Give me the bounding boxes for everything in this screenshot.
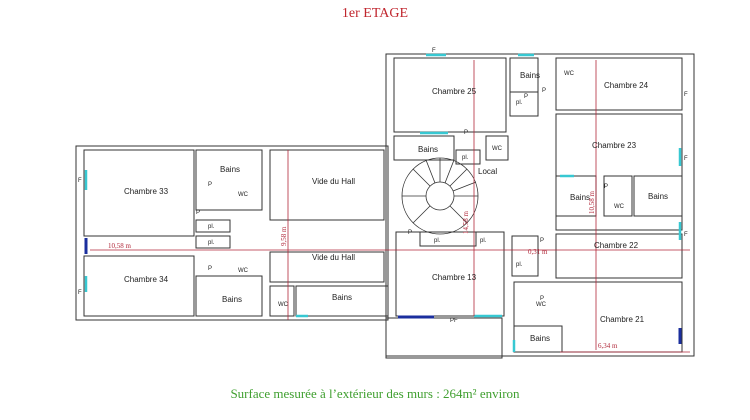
dimension-10-58-right: 10,58 m — [588, 191, 596, 215]
label-fenetre-6: F — [432, 48, 436, 54]
label-placard-7: pl. — [516, 262, 523, 268]
label-fenetre-1: F — [78, 178, 82, 184]
label-vide-du-hall-2: Vide du Hall — [312, 253, 355, 262]
blue-accents — [84, 238, 682, 344]
label-bains-23a: Bains — [570, 193, 590, 202]
plan-title: 1er ETAGE — [341, 6, 409, 21]
label-porte-10: P — [540, 296, 544, 302]
label-porte-8: P — [540, 238, 544, 244]
label-porte-2: P — [542, 88, 546, 94]
windows — [84, 53, 682, 352]
label-bains-25: Bains — [418, 145, 438, 154]
label-chambre-33: Chambre 33 — [124, 187, 169, 196]
label-wc-5: WC — [278, 302, 289, 308]
label-chambre-24: Chambre 24 — [604, 81, 649, 90]
label-placard-3: pl. — [434, 238, 441, 244]
label-wc-4: WC — [238, 268, 249, 274]
label-chambre-23: Chambre 23 — [592, 141, 637, 150]
dimension-lines — [90, 60, 690, 353]
label-bains-23b: Bains — [648, 192, 668, 201]
label-fenetre-5: F — [684, 232, 688, 238]
label-bains-33: Bains — [220, 165, 240, 174]
label-porte-7: P — [408, 230, 412, 236]
spiral-staircase — [401, 157, 479, 235]
label-placard-6: pl. — [208, 240, 215, 246]
walls — [75, 53, 695, 359]
dimension-0-31: 0,31 m — [528, 248, 548, 256]
label-bains-hall: Bains — [332, 293, 352, 302]
dimension-14-58: 14,58 m — [462, 211, 470, 235]
label-placard-5: pl. — [208, 224, 215, 230]
label-chambre-22: Chambre 22 — [594, 241, 639, 250]
label-porte-1: P — [524, 94, 528, 100]
label-wc-1: WC — [564, 71, 575, 77]
label-porte-fenetre: PF — [450, 318, 458, 324]
label-porte-6: P — [208, 266, 212, 272]
label-porte-5: P — [196, 210, 200, 216]
label-fenetre-4: F — [684, 156, 688, 162]
label-chambre-13: Chambre 13 — [432, 273, 477, 282]
label-placard-1: pl. — [516, 100, 523, 106]
label-wc-6: WC — [614, 204, 625, 210]
surface-note: Surface mesurée à l’extérieur des murs :… — [230, 386, 520, 401]
label-porte-4: P — [208, 182, 212, 188]
dimension-6-34: 6,34 m — [598, 342, 618, 350]
label-chambre-34: Chambre 34 — [124, 275, 169, 284]
label-porte-3: P — [464, 130, 468, 136]
label-chambre-21: Chambre 21 — [600, 315, 645, 324]
label-vide-du-hall-1: Vide du Hall — [312, 177, 355, 186]
dimension-9-58: 9,58 m — [280, 226, 288, 246]
label-wc-7: WC — [536, 302, 547, 308]
label-chambre-25: Chambre 25 — [432, 87, 477, 96]
label-bains-21: Bains — [530, 334, 550, 343]
label-porte-9: P — [604, 184, 608, 190]
label-wc-2: WC — [492, 146, 503, 152]
label-bains-34: Bains — [222, 295, 242, 304]
label-bains-top: Bains — [520, 71, 540, 80]
label-placard-2: pl. — [462, 155, 469, 161]
label-placard-4: pl. — [480, 238, 487, 244]
label-local: Local — [478, 167, 497, 176]
label-fenetre-2: F — [78, 290, 82, 296]
label-wc-3: WC — [238, 192, 249, 198]
dimension-10-58-left: 10,58 m — [108, 242, 132, 250]
label-fenetre-3: F — [684, 92, 688, 98]
